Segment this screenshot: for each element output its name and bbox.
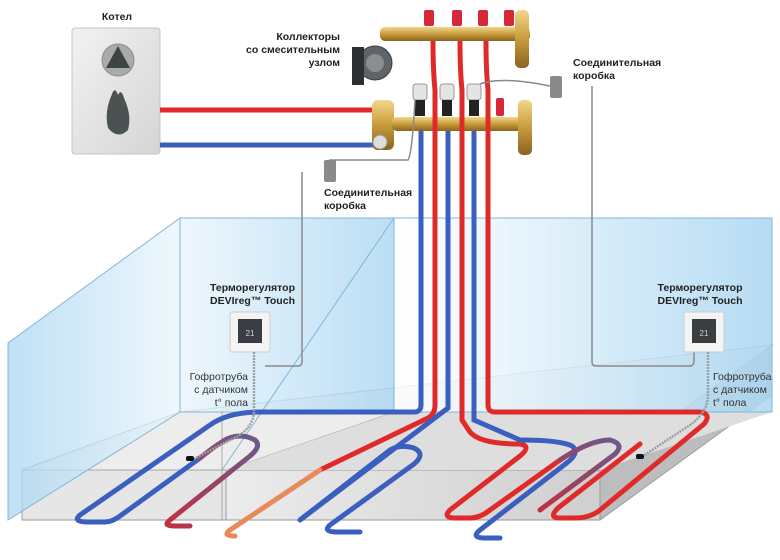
sensor-right-label: Гофротруба с датчиком t° пола [713,371,780,410]
junction-box-label-line: коробка [324,200,366,212]
boiler [71,27,161,155]
thermostat-label-line: DEVIreg™ Touch [210,295,295,307]
floor-loop-left [74,409,323,539]
thermostat-left-label: Терморегулятор DEVIreg™ Touch [195,282,310,308]
junction-box-right-label: Соединительная коробка [573,57,683,83]
control-cables [265,79,695,367]
boiler-label: Котел [101,11,133,23]
sensor-label-line: Гофротруба [189,371,248,383]
thermostat-right: 21 [683,311,725,353]
thermostat-label-line: Терморегулятор [209,282,295,294]
sensor-label-line: с датчиком [194,384,248,396]
junction-box-center-label: Соединительная коробка [324,187,434,213]
thermostat-left-display: 21 [246,329,255,338]
thermostat-right-label: Терморегулятор DEVIreg™ Touch [640,282,760,308]
sensor-label-line: t° пола [713,397,747,409]
sensor-left-label: Гофротруба с датчиком t° пола [170,371,248,410]
manifold-label-line: со смесительным [246,44,340,56]
floor-sensor-right [636,454,644,459]
floor-sensor-left [186,456,194,461]
junction-box-label-line: Соединительная [324,187,413,199]
manifold [352,10,532,155]
sensor-label-line: Гофротруба [713,371,772,383]
junction-box-label-line: коробка [573,70,615,82]
sensor-label-line: с датчиком [713,384,767,396]
flame-icon [106,90,130,135]
thermostat-label-line: Терморегулятор [657,282,743,294]
thermostat-label-line: DEVIreg™ Touch [657,295,743,307]
manifold-label: Коллекторы со смесительным узлом [220,31,340,70]
manifold-label-line: Коллекторы [276,31,340,43]
manifold-label-line: узлом [308,57,340,69]
floor-loop-right [297,409,710,541]
sensor-label-line: t° пола [214,397,248,409]
thermostat-right-display: 21 [700,329,709,338]
junction-box-right [550,76,562,98]
junction-box-center [324,160,336,182]
thermostat-left: 21 [229,311,271,353]
sensor-tubes [191,352,710,462]
boiler-pipes [160,107,380,148]
junction-box-label-line: Соединительная [573,57,662,69]
